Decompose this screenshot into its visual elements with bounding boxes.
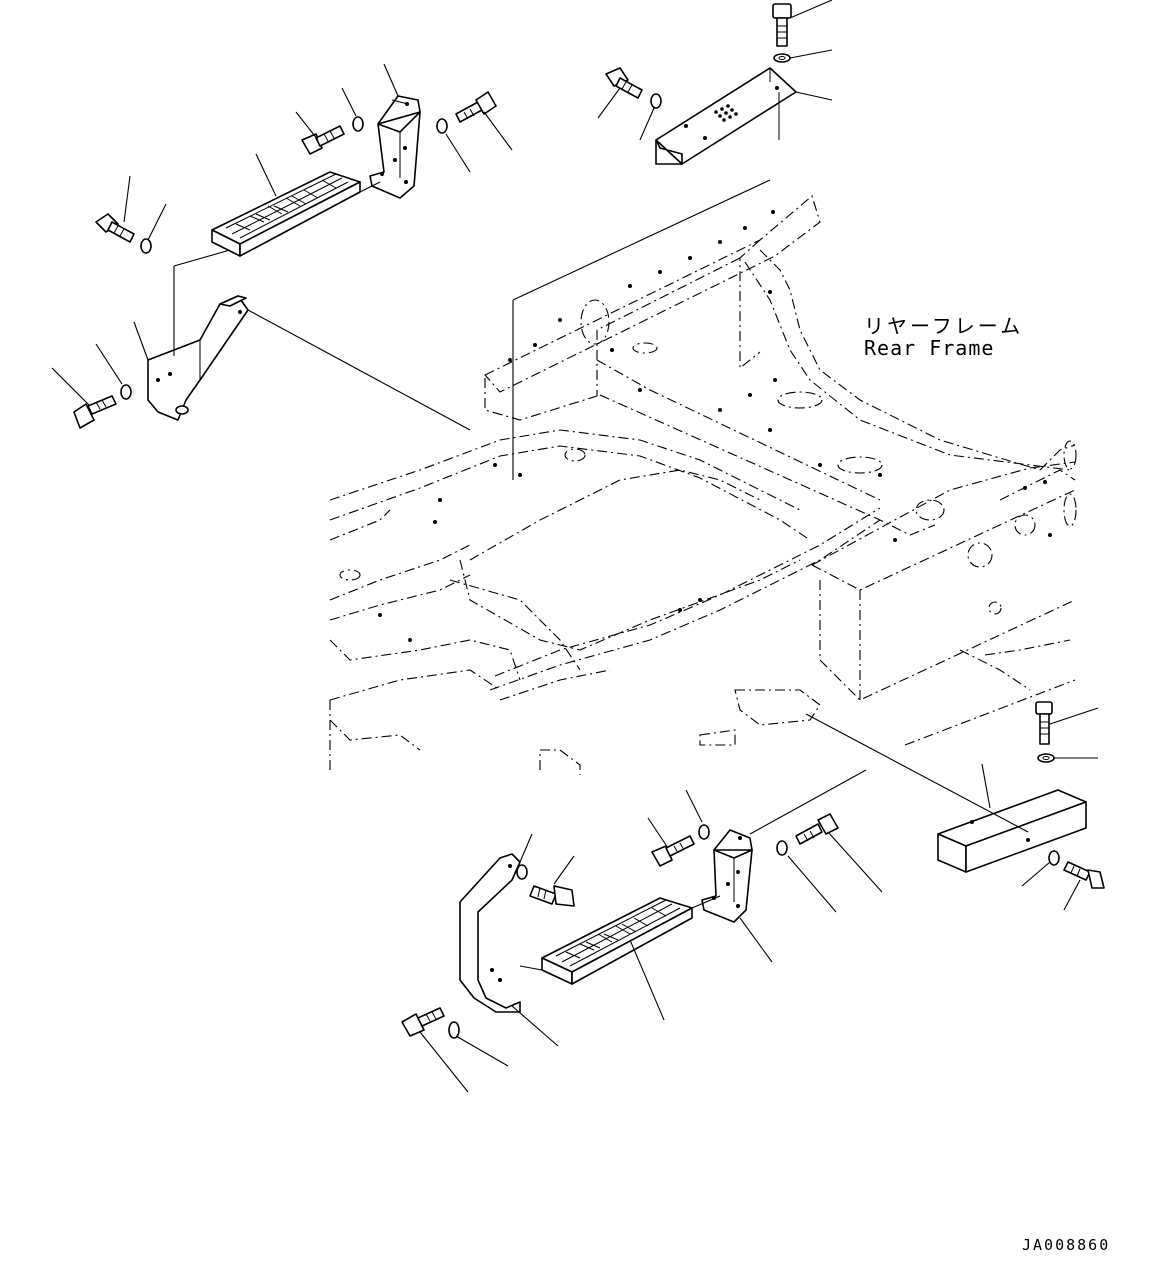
frame-holes bbox=[340, 210, 1076, 642]
right-end-cover-block bbox=[938, 790, 1086, 872]
leader-lines bbox=[52, 0, 1098, 1092]
drawing-code: JA008860 bbox=[1022, 1236, 1111, 1254]
lower-step-side-bracket bbox=[460, 854, 520, 1012]
bolt-right-upper bbox=[1036, 702, 1054, 762]
upper-left-step-bracket bbox=[370, 96, 420, 198]
bolt-right-lower bbox=[1049, 851, 1104, 888]
bolt-lower-4 bbox=[402, 1008, 459, 1038]
rear-frame-label-japanese: リヤーフレーム bbox=[864, 314, 1024, 338]
bolt-upper-left-1 bbox=[96, 214, 151, 253]
bolt-upper-cover-top bbox=[773, 4, 791, 62]
bolt-upper-left-4 bbox=[74, 385, 131, 428]
bolt-upper-left-2 bbox=[302, 117, 363, 154]
bolt-upper-left-3 bbox=[437, 92, 496, 133]
rear-frame-label-english: Rear Frame bbox=[864, 336, 995, 360]
lower-step-bracket bbox=[702, 830, 752, 922]
upper-left-step-plate bbox=[212, 172, 360, 256]
lower-step-plate bbox=[542, 898, 692, 984]
bolt-upper-cover-left bbox=[606, 68, 661, 108]
rear-frame-outline bbox=[330, 196, 1075, 775]
upper-cover-plate bbox=[656, 68, 796, 164]
bolt-lower-1 bbox=[517, 865, 574, 906]
upper-left-step-side-bracket bbox=[148, 296, 248, 420]
bolt-lower-2 bbox=[652, 825, 709, 866]
bolt-lower-3 bbox=[777, 814, 838, 855]
